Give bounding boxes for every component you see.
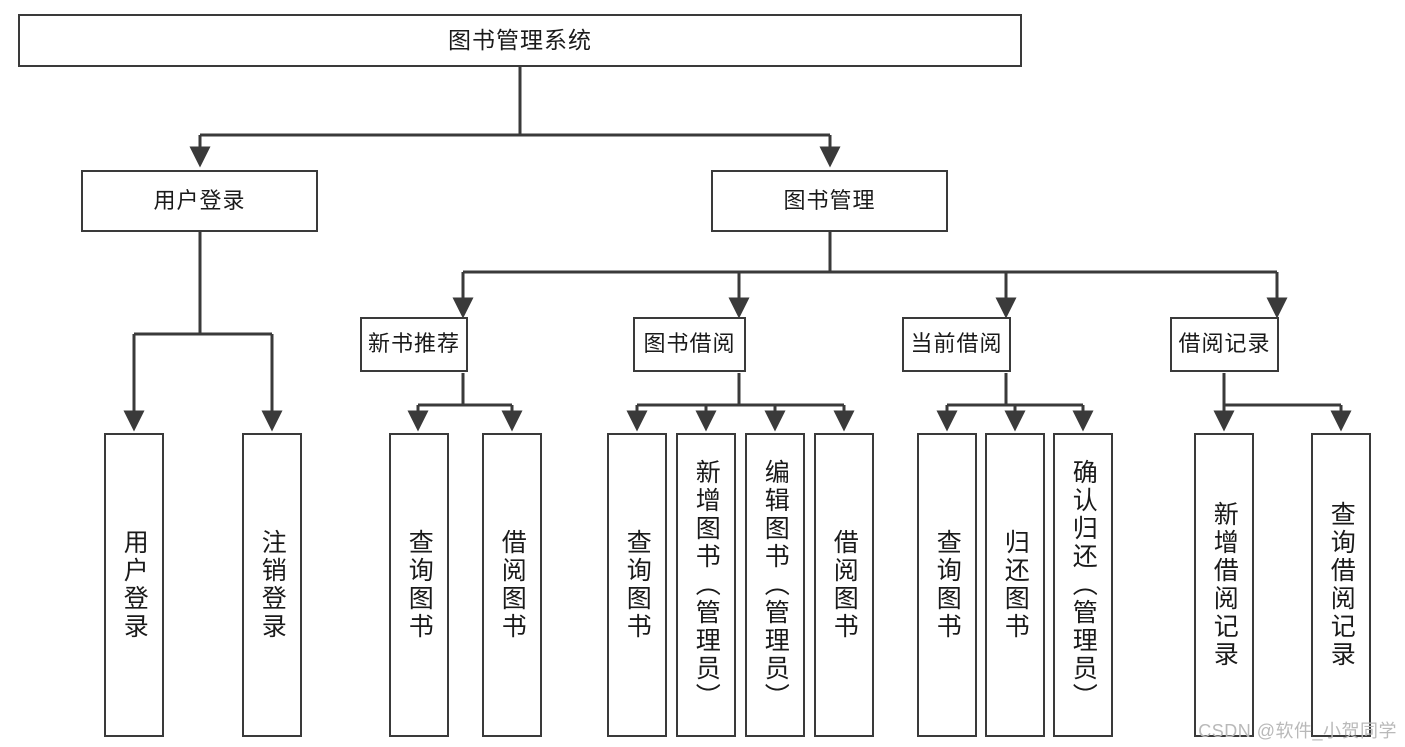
node-leaf-borrow-book-1-label: 借阅图书 [498, 529, 527, 641]
node-book-borrow-label: 图书借阅 [643, 331, 736, 357]
node-current-borrow-label: 当前借阅 [910, 331, 1003, 357]
node-leaf-query-book-1-label: 查询图书 [405, 529, 434, 641]
node-leaf-return-book-label: 归还图书 [1001, 529, 1030, 641]
node-leaf-query-borrow-record[interactable]: 查询借阅记录 [1311, 433, 1371, 737]
node-leaf-query-book-2[interactable]: 查询图书 [607, 433, 667, 737]
node-leaf-user-login-label: 用户登录 [120, 529, 149, 641]
node-leaf-confirm-return[interactable]: 确认归还（管理员） [1053, 433, 1113, 737]
node-borrow-record-label: 借阅记录 [1178, 331, 1271, 357]
node-leaf-edit-book-label: 编辑图书（管理员） [761, 459, 790, 711]
node-user-login[interactable]: 用户登录 [81, 170, 318, 232]
node-new-book-recommend-label: 新书推荐 [367, 331, 460, 357]
node-leaf-return-book[interactable]: 归还图书 [985, 433, 1045, 737]
node-book-management[interactable]: 图书管理 [711, 170, 948, 232]
node-leaf-query-book-2-label: 查询图书 [623, 529, 652, 641]
node-new-book-recommend[interactable]: 新书推荐 [360, 317, 468, 372]
node-leaf-confirm-return-label: 确认归还（管理员） [1069, 459, 1098, 711]
node-leaf-query-book-1[interactable]: 查询图书 [389, 433, 449, 737]
node-root-label: 图书管理系统 [448, 26, 592, 53]
node-leaf-query-borrow-record-label: 查询借阅记录 [1327, 501, 1356, 669]
node-leaf-borrow-book-2[interactable]: 借阅图书 [814, 433, 874, 737]
node-leaf-add-book[interactable]: 新增图书（管理员） [676, 433, 736, 737]
node-leaf-logout-login[interactable]: 注销登录 [242, 433, 302, 737]
csdn-watermark: CSDN @软件_小贺同学 [1198, 721, 1397, 741]
node-leaf-query-book-3[interactable]: 查询图书 [917, 433, 977, 737]
node-book-management-label: 图书管理 [783, 187, 876, 213]
node-leaf-user-login[interactable]: 用户登录 [104, 433, 164, 737]
node-leaf-edit-book[interactable]: 编辑图书（管理员） [745, 433, 805, 737]
node-leaf-query-book-3-label: 查询图书 [933, 529, 962, 641]
node-root[interactable]: 图书管理系统 [18, 14, 1022, 67]
node-book-borrow[interactable]: 图书借阅 [633, 317, 746, 372]
node-leaf-borrow-book-1[interactable]: 借阅图书 [482, 433, 542, 737]
node-leaf-borrow-book-2-label: 借阅图书 [830, 529, 859, 641]
node-leaf-add-borrow-record-label: 新增借阅记录 [1210, 501, 1239, 669]
node-current-borrow[interactable]: 当前借阅 [902, 317, 1011, 372]
node-borrow-record[interactable]: 借阅记录 [1170, 317, 1279, 372]
node-leaf-add-book-label: 新增图书（管理员） [692, 459, 721, 711]
node-user-login-label: 用户登录 [153, 187, 246, 213]
node-leaf-logout-login-label: 注销登录 [258, 529, 287, 641]
node-leaf-add-borrow-record[interactable]: 新增借阅记录 [1194, 433, 1254, 737]
